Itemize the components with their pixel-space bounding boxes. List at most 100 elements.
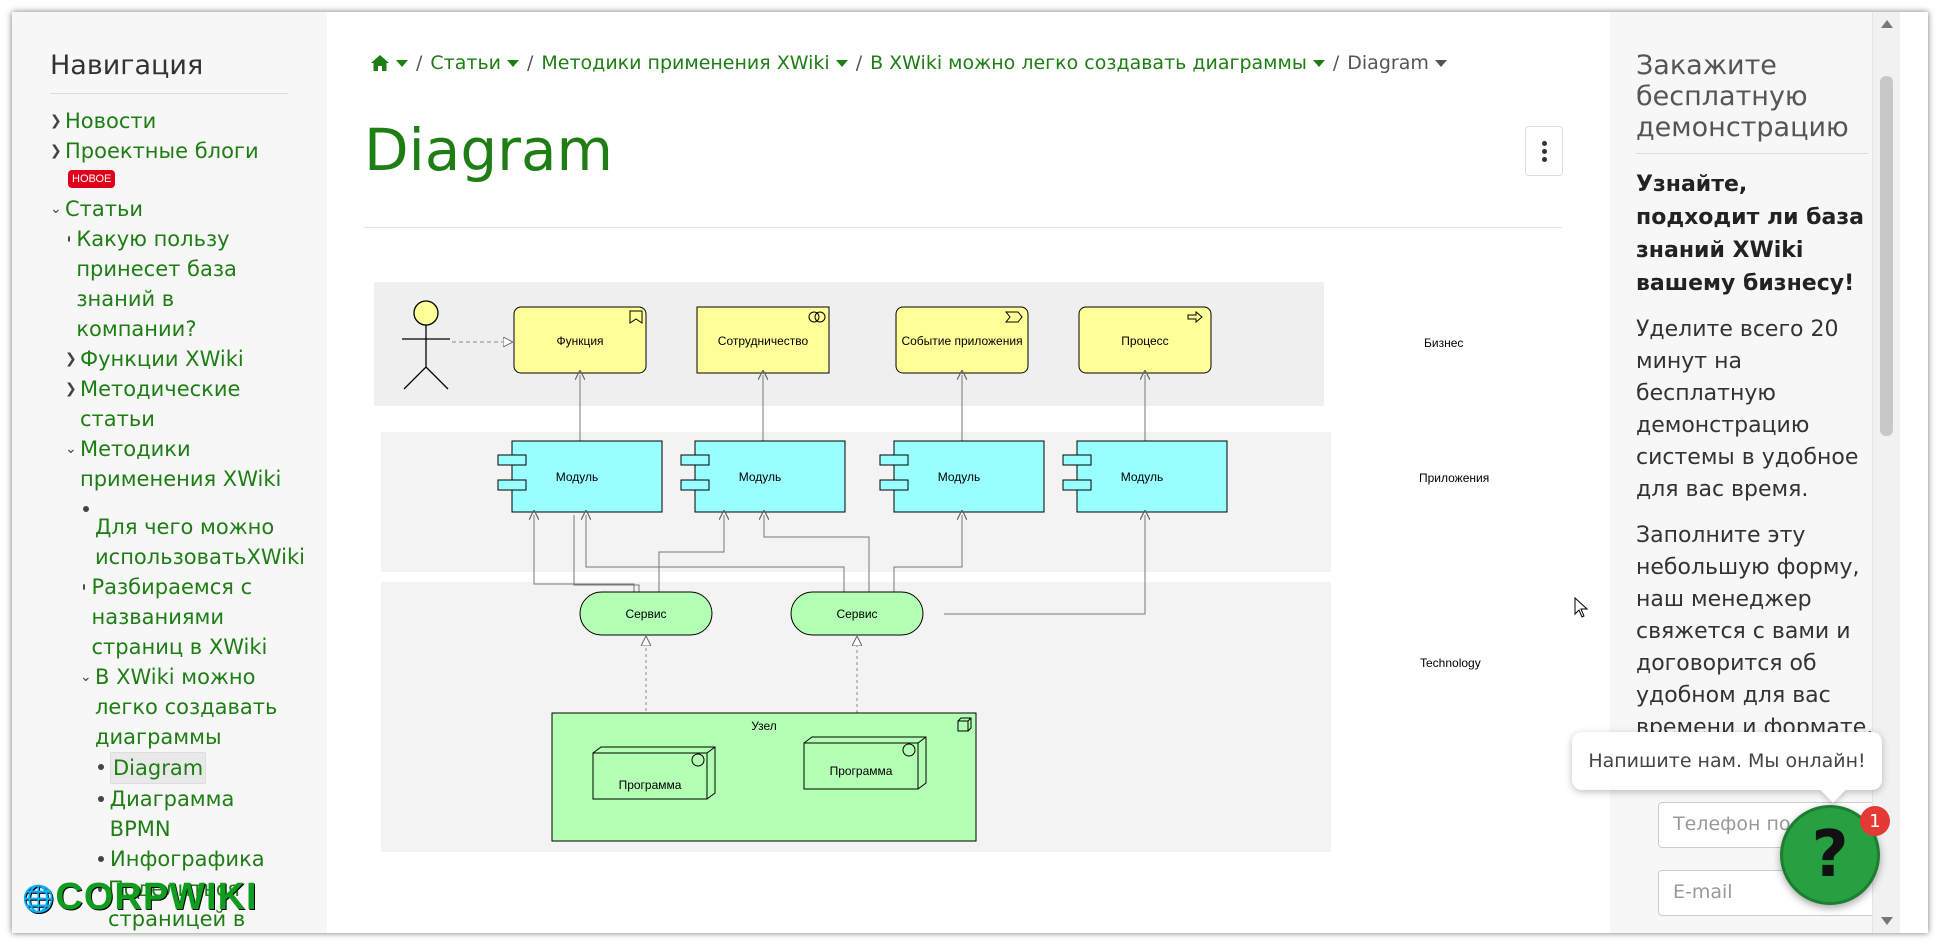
- system-software-box[interactable]: Программа: [803, 736, 927, 790]
- box-label: Сотрудничество: [718, 334, 809, 348]
- component-icon: [879, 454, 909, 466]
- nav-link-share[interactable]: Поделиться страницей в: [107, 877, 246, 931]
- application-component-box[interactable]: Модуль: [680, 440, 846, 513]
- business-process-box[interactable]: Процесс: [1078, 306, 1212, 374]
- nav-link-page-names[interactable]: Разбираемся с названиями страниц в XWiki: [91, 575, 268, 659]
- component-icon: [1062, 454, 1092, 466]
- module-to-business-connectors: [580, 375, 1145, 441]
- more-vertical-icon: [1541, 140, 1547, 146]
- nav-link-what-for[interactable]: Для чего можно использоватьXWiki: [95, 515, 305, 569]
- chevron-down-icon[interactable]: [835, 59, 848, 67]
- bullet-icon: [98, 886, 102, 892]
- nav-link-functions[interactable]: Функции XWiki: [80, 347, 244, 371]
- business-collaboration-box[interactable]: Сотрудничество: [696, 306, 830, 374]
- nav-item-diagram: Diagram: [95, 752, 291, 784]
- box-label: Событие приложения: [901, 334, 1022, 348]
- demo-divider: [1636, 153, 1868, 154]
- question-mark-icon: ?: [1811, 818, 1849, 892]
- nav-link-bpmn[interactable]: Диаграмма BPMN: [109, 787, 235, 841]
- nav-link-diagrams[interactable]: В XWiki можно легко создавать диаграммы: [95, 665, 278, 749]
- bullet-icon: [83, 584, 86, 590]
- demo-lead: Узнайте, подходит ли база знаний XWiki в…: [1636, 172, 1865, 296]
- technology-service-box[interactable]: Сервис: [579, 591, 713, 636]
- breadcrumb-articles[interactable]: Статьи: [430, 52, 501, 74]
- chevron-right-icon[interactable]: ❯: [65, 381, 77, 397]
- demo-title: Закажите бесплатную демонстрацию: [1636, 50, 1849, 143]
- technology-service-box[interactable]: Сервис: [790, 591, 924, 636]
- breadcrumb-current: Diagram: [1347, 52, 1429, 74]
- service-to-module-connectors: [534, 515, 1145, 615]
- breadcrumb-diagrams[interactable]: В XWiki можно легко создавать диаграммы: [870, 52, 1307, 74]
- box-label: Программа: [619, 778, 682, 792]
- breadcrumb-methods[interactable]: Методики применения XWiki: [541, 52, 830, 74]
- chevron-down-icon[interactable]: ⌄: [65, 441, 77, 457]
- scroll-down-arrow-icon[interactable]: [1881, 917, 1893, 925]
- breadcrumb-separator: /: [1332, 52, 1340, 74]
- box-label: Сервис: [625, 607, 666, 621]
- chevron-down-icon[interactable]: [507, 59, 519, 67]
- application-component-box[interactable]: Модуль: [497, 440, 663, 513]
- software-icon: [691, 753, 705, 767]
- demo-sidebar: Закажите бесплатную демонстрацию Узнайте…: [1610, 12, 1900, 933]
- chat-prompt-bubble[interactable]: Напишите нам. Мы онлайн!: [1572, 732, 1882, 790]
- corpwiki-logo[interactable]: 🌐CORPWIKI: [22, 876, 258, 919]
- nav-item-what-for: Для чего можно использоватьXWiki: [80, 494, 305, 572]
- box-label: Модуль: [1121, 470, 1164, 484]
- box-label: Модуль: [556, 470, 599, 484]
- collaboration-icon: [808, 311, 820, 323]
- archimate-diagram[interactable]: Бизнес Приложения Technology Функция: [364, 267, 1514, 857]
- application-component-box[interactable]: Модуль: [879, 440, 1045, 513]
- breadcrumb-separator: /: [855, 52, 863, 74]
- process-icon: [1187, 310, 1203, 324]
- chat-open-button[interactable]: ?: [1780, 805, 1880, 905]
- breadcrumb-separator: /: [527, 52, 534, 74]
- chevron-right-icon[interactable]: ❯: [50, 143, 62, 159]
- chevron-down-icon[interactable]: [1434, 59, 1447, 67]
- bullet-icon: [98, 856, 104, 862]
- logo-text: CORPWIKI: [55, 876, 258, 918]
- function-icon: [629, 310, 643, 324]
- nav-link-articles[interactable]: Статьи: [65, 197, 144, 221]
- chevron-down-icon[interactable]: [1312, 59, 1325, 67]
- bullet-icon: [83, 506, 89, 512]
- nav-title: Навигация: [50, 50, 204, 81]
- scroll-thumb[interactable]: [1880, 76, 1893, 436]
- box-label: Модуль: [938, 470, 981, 484]
- nav-link-news[interactable]: Новости: [65, 109, 157, 133]
- nav-link-method-articles[interactable]: Методические статьи: [80, 377, 241, 431]
- globe-icon: 🌐: [22, 883, 56, 914]
- breadcrumb-separator: /: [416, 52, 423, 74]
- page-title: Diagram: [364, 116, 614, 184]
- nav-link-methods[interactable]: Методики применения XWiki: [80, 437, 282, 491]
- more-actions-button[interactable]: [1525, 126, 1563, 176]
- chat-unread-badge: 1: [1860, 806, 1890, 836]
- nav-link-infographic[interactable]: Инфографика: [110, 847, 265, 871]
- chevron-down-icon[interactable]: [396, 59, 408, 67]
- nav-item-diagrams: ⌄В XWiki можно легко создавать диаграммы…: [80, 662, 291, 933]
- application-event-box[interactable]: Событие приложения: [895, 306, 1029, 374]
- nav-item-page-names: Разбираемся с названиями страниц в XWiki: [80, 572, 291, 662]
- nav-item-bpmn: Диаграмма BPMN: [95, 784, 291, 844]
- software-icon: [902, 743, 916, 757]
- scroll-up-arrow-icon[interactable]: [1881, 20, 1893, 28]
- system-software-box[interactable]: Программа: [592, 746, 716, 800]
- component-icon: [497, 454, 527, 466]
- application-component-box[interactable]: Модуль: [1062, 440, 1228, 513]
- nav-item-infographic: Инфографика: [95, 844, 291, 874]
- component-icon: [680, 454, 710, 466]
- chevron-down-icon[interactable]: ⌄: [80, 669, 92, 685]
- home-icon[interactable]: [370, 54, 390, 72]
- demo-text-1: Уделите всего 20 минут на бесплатную дем…: [1636, 317, 1859, 502]
- actor-icon[interactable]: [402, 300, 450, 390]
- business-function-box[interactable]: Функция: [513, 306, 647, 374]
- chevron-right-icon[interactable]: ❯: [50, 113, 62, 129]
- navigation-panel: Навигация ❯Новости ❯Проектные блоги НОВО…: [12, 12, 327, 933]
- nav-link-diagram-current[interactable]: Diagram: [110, 752, 207, 784]
- page-scrollbar[interactable]: [1872, 12, 1900, 933]
- chevron-right-icon[interactable]: ❯: [65, 351, 77, 367]
- nav-link-benefit[interactable]: Какую пользу принесет база знаний в комп…: [76, 227, 237, 341]
- chevron-down-icon[interactable]: ⌄: [50, 201, 62, 217]
- title-divider: [364, 227, 1562, 228]
- layer-label-technology: Technology: [1420, 656, 1481, 670]
- nav-link-blogs[interactable]: Проектные блоги: [65, 139, 259, 163]
